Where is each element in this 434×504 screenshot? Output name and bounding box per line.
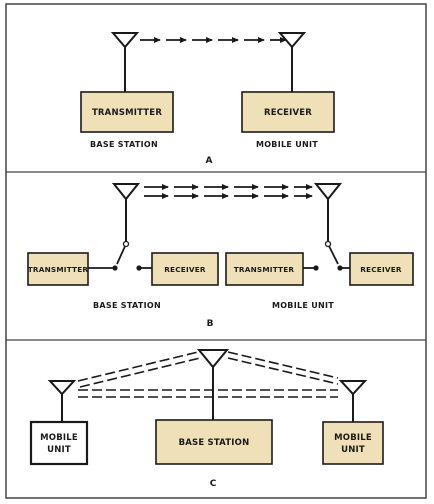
mobile-unit-box [29, 420, 89, 466]
transmitter-box [80, 91, 174, 133]
figure-border [5, 3, 427, 499]
mobile-unit-box [322, 421, 384, 465]
base-station-label: BASE STATION [179, 438, 250, 448]
antenna-icon [47, 380, 77, 422]
panel-b: TRANSMITTER RECEIVER TRANSMITTER RECEIVE… [27, 183, 414, 329]
antenna-icon [110, 32, 140, 92]
mobile-unit-caption: MOBILE UNIT [256, 140, 318, 149]
transmitter-label: TRANSMITTER [234, 265, 295, 274]
antenna-icon [196, 349, 230, 420]
panel-letter: B [207, 319, 214, 329]
mobile-unit-caption: MOBILE UNIT [272, 301, 334, 310]
base-station-caption: BASE STATION [93, 301, 161, 310]
receiver-label: RECEIVER [264, 108, 312, 118]
switch-icon [88, 240, 152, 271]
transmitter-label: TRANSMITTER [92, 108, 162, 118]
transmitter-box [27, 252, 89, 286]
panel-letter: C [210, 479, 217, 489]
base-station-caption: BASE STATION [90, 140, 158, 149]
arrow-icon [77, 351, 339, 398]
arrow-icon [144, 184, 313, 199]
antenna-icon [277, 32, 307, 92]
receiver-label: RECEIVER [164, 265, 206, 274]
receiver-label: RECEIVER [360, 265, 402, 274]
switch-icon [303, 240, 350, 271]
receiver-box [151, 252, 219, 286]
transmitter-label: TRANSMITTER [28, 265, 89, 274]
receiver-box [241, 91, 335, 133]
mobile-unit-label: UNIT [341, 445, 365, 455]
mobile-unit-label: UNIT [47, 445, 71, 455]
mobile-unit-label: MOBILE [40, 433, 78, 443]
antenna-icon [111, 183, 141, 244]
mobile-unit-label: MOBILE [334, 433, 372, 443]
transmitter-box [225, 252, 304, 286]
panel-letter: A [206, 156, 213, 166]
panel-a: TRANSMITTER RECEIVER BASE STATION MOBILE… [80, 32, 335, 166]
base-station-box [155, 419, 273, 465]
panel-c: MOBILE UNIT BASE STATION MOBILE UNIT C [29, 349, 384, 489]
receiver-box [349, 252, 414, 286]
antenna-icon [313, 183, 343, 244]
antenna-icon [338, 380, 368, 422]
